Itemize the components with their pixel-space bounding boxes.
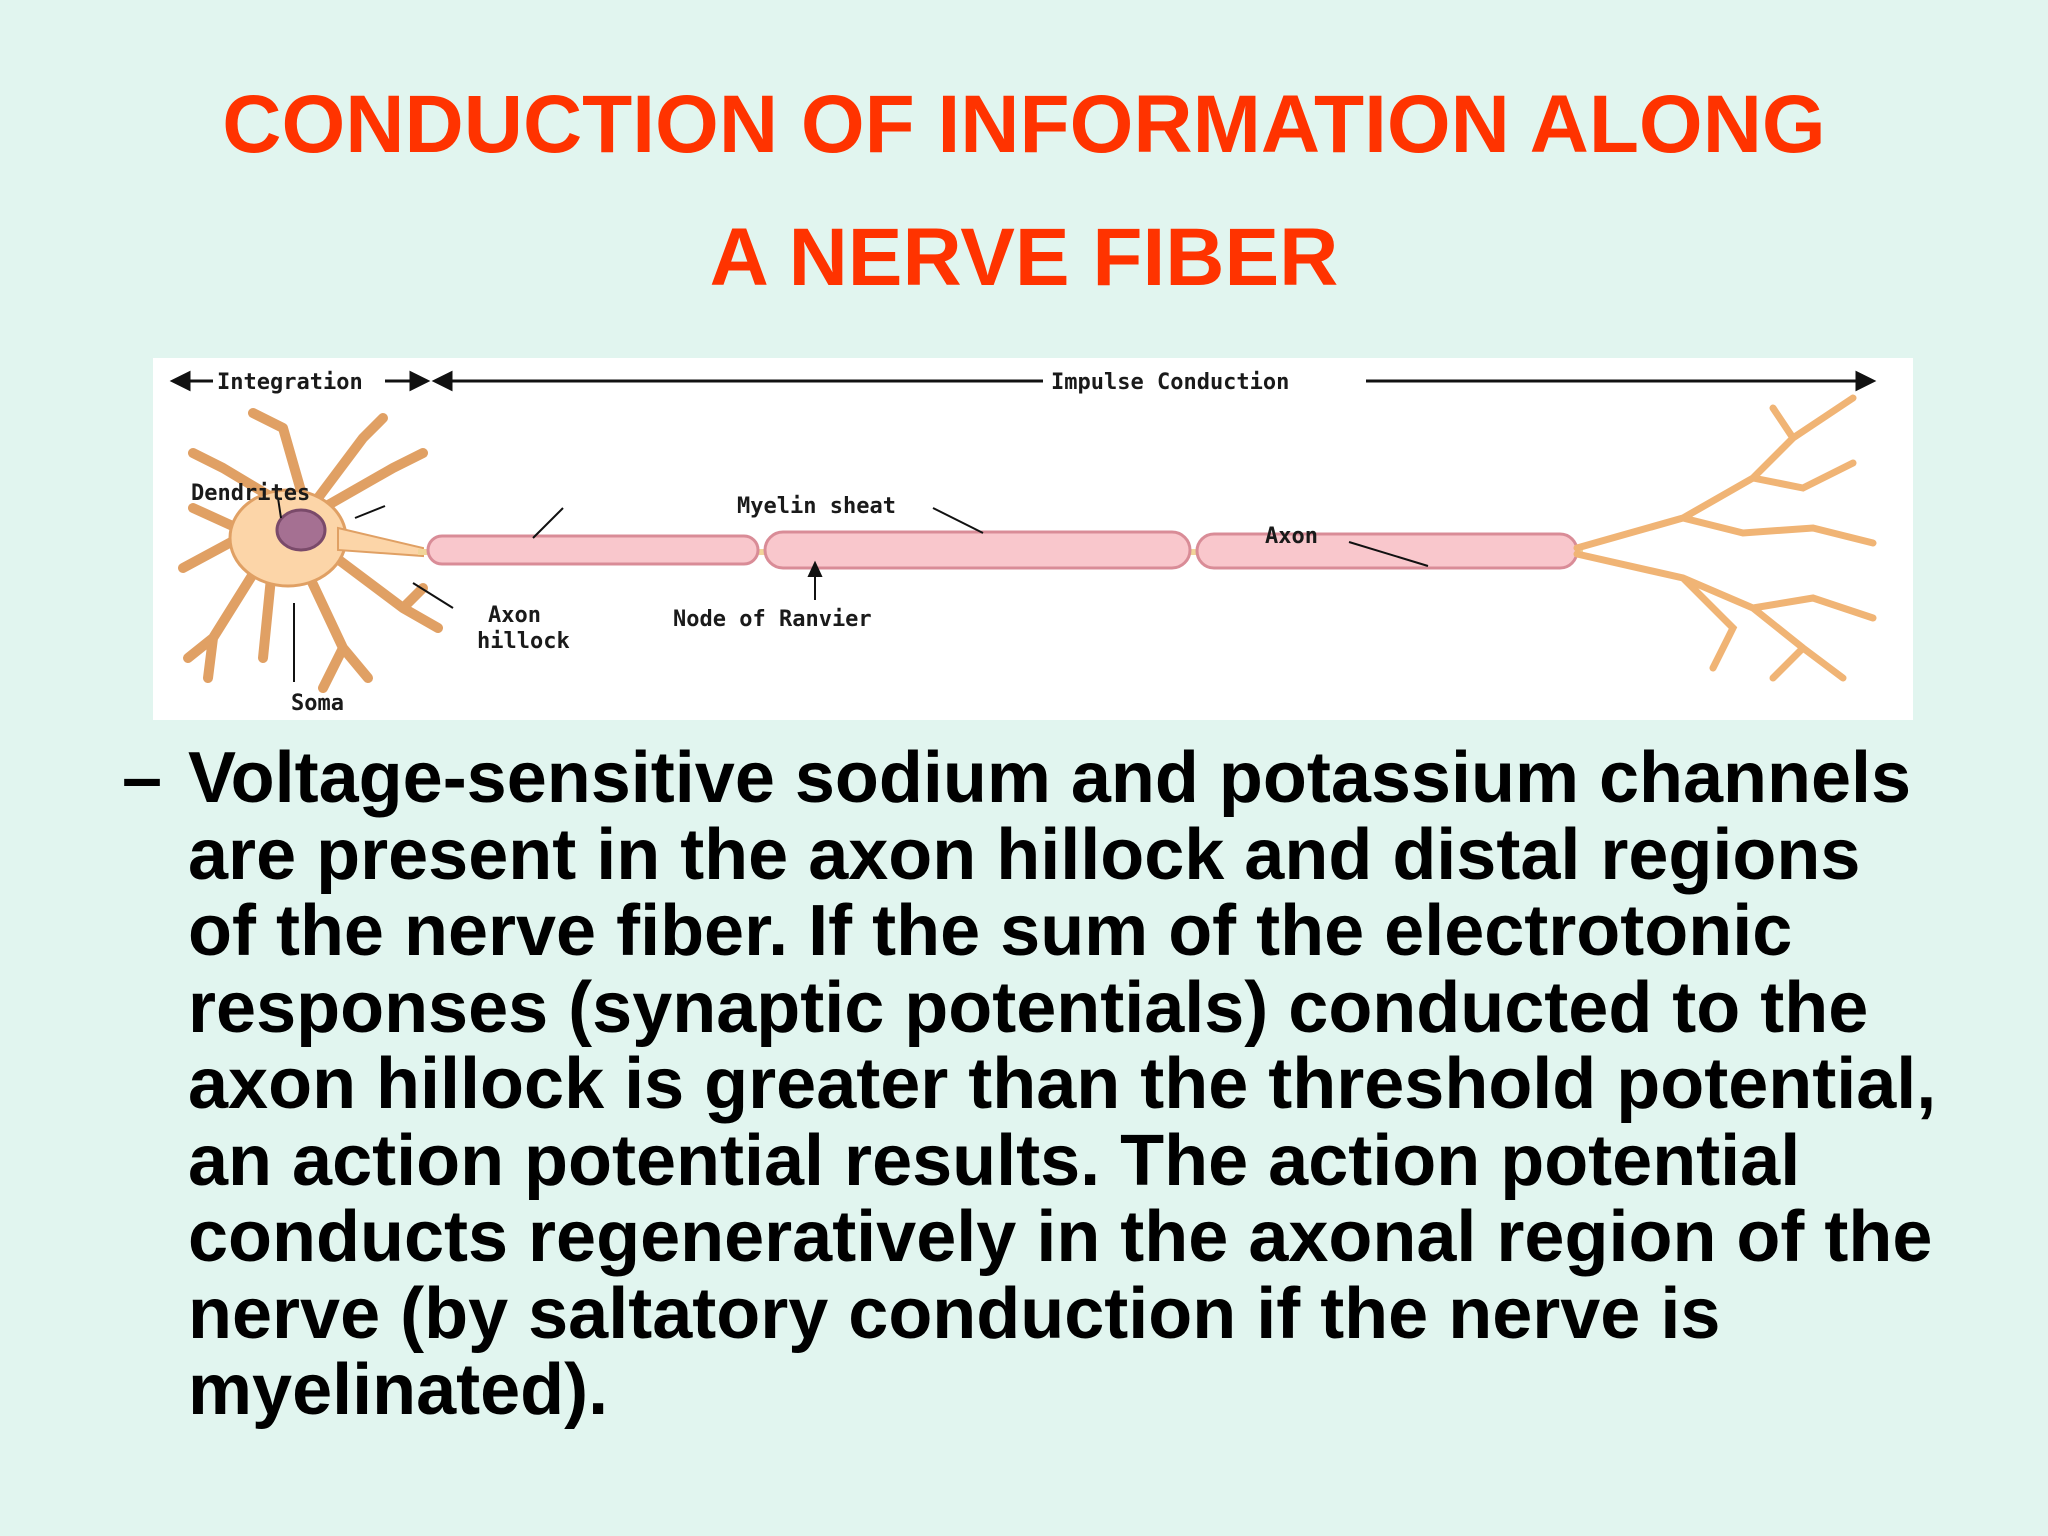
dendrites-label: Dendrites [191, 481, 310, 506]
myelin-sheat-label: Myelin sheat [737, 494, 896, 519]
impulse-conduction-label: Impulse Conduction [1051, 370, 1289, 395]
neuron-illustration: Integration Impulse Conduction [169, 370, 1877, 716]
node-of-ranvier-label: Node of Ranvier [673, 607, 872, 632]
axon-hillock-shape [337, 526, 424, 558]
soma-dendrites [178, 408, 443, 693]
region-arrows [169, 370, 1877, 392]
axon-hillock-label-line-2: hillock [477, 629, 570, 654]
soma-label: Soma [291, 691, 344, 716]
axon-label: Axon [1265, 524, 1318, 549]
integration-label: Integration [217, 370, 363, 395]
myelin-segments [426, 530, 1579, 570]
axon-hillock-label-line-1: Axon [488, 603, 541, 628]
bullet-dash: – [122, 738, 163, 818]
leader-lines [277, 497, 1429, 682]
slide-title-line-2: A NERVE FIBER [709, 212, 1339, 303]
slide-title-line-1: CONDUCTION OF INFORMATION ALONG [222, 79, 1826, 170]
neuron-diagram: Integration Impulse Conduction [153, 358, 1913, 720]
bullet-text: Voltage-sensitive sodium and potassium c… [188, 738, 1937, 1430]
axon-terminals [1573, 394, 1877, 682]
